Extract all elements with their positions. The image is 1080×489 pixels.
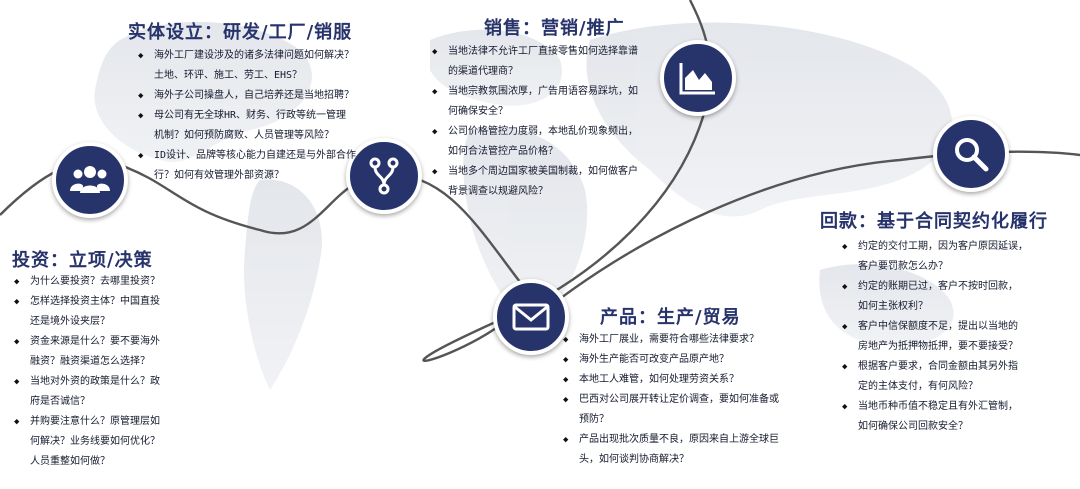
collect-circle xyxy=(933,116,1009,192)
collect-heading: 回款：基于合同契约化履行 xyxy=(820,211,1048,232)
list-item-line: 公司价格管控力度弱，本地乱价现象频出， xyxy=(448,126,638,137)
entity-list: 海外工厂建设涉及的诸多法律问题如何解决？ 土地、环评、施工、劳工、EHS？ 海外子公… xyxy=(138,46,356,186)
list-item-line: 客户中信保额度不足，提出以当地的 xyxy=(858,321,1018,332)
list-item-line: 头，如何谈判协商解决？ xyxy=(579,454,689,465)
list-item: 公司价格管控力度弱，本地乱价现象频出， 如何合法管控产品价格？ xyxy=(432,122,638,162)
list-item-line: 当地对外资的政策是什么？政 xyxy=(30,376,160,387)
list-item-line: 如何合法管控产品价格？ xyxy=(448,146,558,157)
branch-icon xyxy=(369,157,399,195)
list-item: 海外工厂建设涉及的诸多法律问题如何解决？ 土地、环评、施工、劳工、EHS？ xyxy=(138,46,356,86)
list-item-line: 产品出现批次质量不良，原因来自上游全球巨 xyxy=(579,434,779,445)
list-item: 海外生产能否可改变产品原产地？ xyxy=(563,350,779,370)
list-item-line: 海外生产能否可改变产品原产地？ xyxy=(579,354,729,365)
list-item-line: 人员重整如何做？ xyxy=(30,456,110,467)
invest-list: 为什么要投资？去哪里投资？怎样选择投资主体？中国直投还是境外设夹层？资金来源是什… xyxy=(14,272,160,472)
list-item-line: 何确保安全？ xyxy=(448,106,508,117)
list-item-line: 如何主张权利？ xyxy=(858,301,928,312)
envelope-icon xyxy=(512,303,550,331)
list-item-line: 当地多个周边国家被美国制裁，如何做客户 xyxy=(448,166,638,177)
entity-heading: 实体设立：研发/工厂/销服 xyxy=(128,22,353,43)
list-item-line: 本地工人难管，如何处理劳资关系？ xyxy=(579,374,739,385)
list-item: 海外工厂展业，需要符合哪些法律要求？ xyxy=(563,330,779,350)
list-item-line: 资金来源是什么？要不要海外 xyxy=(30,336,160,347)
collect-list: 约定的交付工期，因为客户原因延误， 客户要罚款怎么办？ 约定的账期已过，客户不按时回… xyxy=(842,237,1028,437)
flow-curve-right xyxy=(519,150,1080,331)
list-item: 当地币种币值不稳定且有外汇管制， 如何确保公司回款安全？ xyxy=(842,397,1028,437)
list-item-line: 当地币种币值不稳定且有外汇管制， xyxy=(858,401,1018,412)
list-item-line: 行？如何有效管理外部资源？ xyxy=(154,170,284,181)
list-item-line: 当地宗教氛围浓厚，广告用语容易踩坑，如 xyxy=(448,86,638,97)
list-item-line: 融资？融资渠道怎么选择？ xyxy=(30,356,150,367)
list-item-line: 怎样选择投资主体？中国直投 xyxy=(30,296,160,307)
list-item-line: 何解决？业务线要如何优化？ xyxy=(30,436,160,447)
list-item: 约定的账期已过，客户不按时回款， 如何主张权利？ xyxy=(842,277,1028,317)
list-item-line: 海外工厂展业，需要符合哪些法律要求？ xyxy=(579,334,759,345)
sales-heading: 销售：营销/推广 xyxy=(484,18,625,39)
search-icon xyxy=(955,138,989,172)
product-circle xyxy=(493,279,569,355)
list-item: 约定的交付工期，因为客户原因延误， 客户要罚款怎么办？ xyxy=(842,237,1028,277)
entity-circle xyxy=(346,138,422,214)
list-item-line: 为什么要投资？去哪里投资？ xyxy=(30,276,160,287)
list-item-line: 约定的交付工期，因为客户原因延误， xyxy=(858,241,1028,252)
list-item-line: 的渠道代理商？ xyxy=(448,66,518,77)
list-item-line: 土地、环评、施工、劳工、EHS？ xyxy=(154,70,303,81)
list-item-line: 预防？ xyxy=(579,414,609,425)
list-item-line: 当地法律不允许工厂直接零售如何选择靠谱 xyxy=(448,46,638,57)
list-item-line: 府是否诚信？ xyxy=(30,396,90,407)
sales-list: 当地法律不允许工厂直接零售如何选择靠谱的渠道代理商？当地宗教氛围浓厚，广告用语容… xyxy=(432,42,638,202)
invest-circle xyxy=(52,142,128,218)
list-item-line: 母公司有无全球HR、财务、行政等统一管理 xyxy=(154,110,347,121)
list-item-line: 房地产为抵押物抵押，要不要接受？ xyxy=(858,341,1018,352)
list-item-line: 海外工厂建设涉及的诸多法律问题如何解决？ xyxy=(154,50,354,61)
list-item: 海外子公司操盘人，自己培养还是当地招聘？ xyxy=(138,86,356,106)
list-item-line: 根据客户要求，合同金额由其另外指 xyxy=(858,361,1018,372)
area-chart-icon xyxy=(679,63,715,95)
list-item-line: 约定的账期已过，客户不按时回款， xyxy=(858,281,1018,292)
sales-circle xyxy=(660,40,736,116)
list-item: 为什么要投资？去哪里投资？ xyxy=(14,272,160,292)
list-item-line: 巴西对公司展开转让定价调查，要如何准备或 xyxy=(579,394,779,405)
product-list: 海外工厂展业，需要符合哪些法律要求？ 海外生产能否可改变产品原产地？ 本地工人难管，… xyxy=(563,330,779,470)
list-item-line: 并购要注意什么？原管理层如 xyxy=(30,416,160,427)
people-group-icon xyxy=(70,166,110,193)
list-item-line: 如何确保公司回款安全？ xyxy=(858,421,968,432)
list-item-line: 背景调查以规避风险？ xyxy=(448,186,548,197)
list-item-line: ID设计、品牌等核心能力自建还是与外部合作 xyxy=(154,150,357,161)
list-item-line: 还是境外设夹层？ xyxy=(30,316,110,327)
list-item-line: 机制？如何预防腐败、人员管理等风险？ xyxy=(154,130,334,141)
list-item-line: 客户要罚款怎么办？ xyxy=(858,261,948,272)
list-item-line: 定的主体支付，有何风险？ xyxy=(858,381,978,392)
list-item-line: 海外子公司操盘人，自己培养还是当地招聘？ xyxy=(154,90,354,101)
product-heading: 产品：生产/贸易 xyxy=(600,307,741,328)
invest-heading: 投资：立项/决策 xyxy=(12,250,153,271)
list-item: 本地工人难管，如何处理劳资关系？ xyxy=(563,370,779,390)
